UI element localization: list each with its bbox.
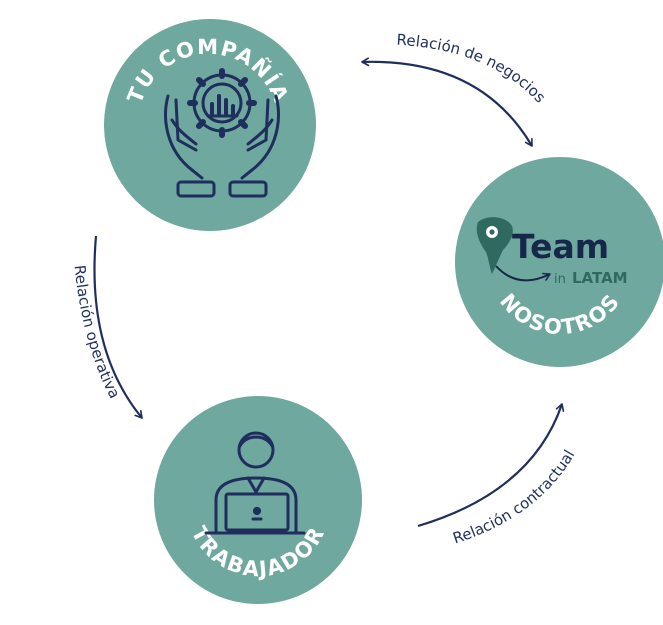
- south-america-logo-icon: [476, 217, 513, 274]
- logo-in-word: in: [554, 272, 566, 287]
- company-node: TU COMPAÑÍA: [104, 19, 316, 231]
- us-node: NOSOTROS Team in LATAM: [455, 157, 663, 367]
- person-laptop-icon: [204, 431, 306, 535]
- operational-relation-label: Relación operativa: [70, 264, 123, 401]
- us-circle: [455, 157, 663, 367]
- contractual-relation-label: Relación contractual: [451, 447, 579, 548]
- worker-node: TRABAJADOR: [154, 396, 362, 604]
- logo-team-word: Team: [512, 227, 609, 266]
- business-relation-arrow: [361, 57, 533, 147]
- business-relation-label: Relación de negocios: [396, 31, 549, 107]
- logo-latam-word: LATAM: [572, 269, 628, 287]
- hands-gear-chart-icon: [164, 68, 280, 198]
- company-circle: [104, 19, 316, 231]
- contractual-relation-arrow: [417, 403, 565, 528]
- logo-swoosh-arrow: [495, 265, 551, 282]
- operational-relation-arrow: [93, 235, 143, 419]
